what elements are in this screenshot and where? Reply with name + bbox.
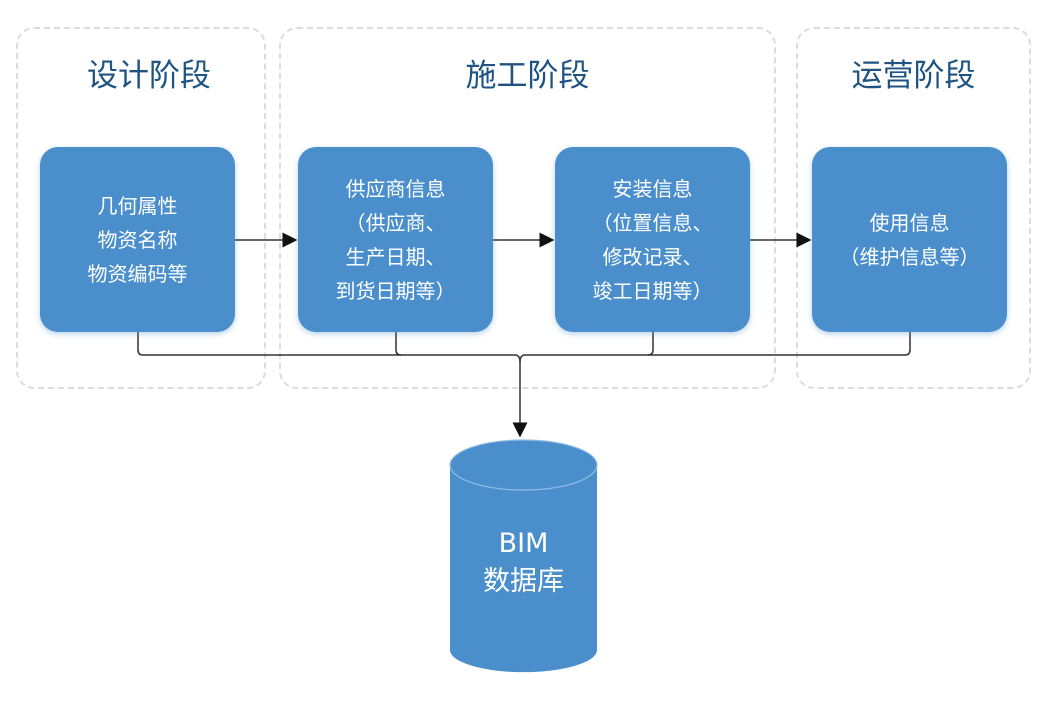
box-line: 到货日期等） bbox=[335, 278, 456, 303]
box-line: 修改记录、 bbox=[602, 244, 703, 269]
box-line: 竣工日期等） bbox=[592, 278, 713, 303]
box-line: 安装信息 bbox=[612, 176, 693, 201]
usage-info-box: 使用信息 （维护信息等） bbox=[812, 147, 1007, 332]
merge-line bbox=[137, 332, 911, 363]
construction-stage-group bbox=[279, 27, 776, 389]
database-cylinder bbox=[449, 439, 598, 673]
database-label-line2: 数据库 bbox=[483, 566, 564, 597]
operation-stage-title: 运营阶段 bbox=[851, 58, 976, 94]
construction-stage-title: 施工阶段 bbox=[465, 58, 590, 94]
install-info-box: 安装信息 （位置信息、 修改记录、 竣工日期等） bbox=[555, 147, 750, 332]
database-label: BIM 数据库 bbox=[450, 525, 597, 601]
design-stage-group bbox=[16, 27, 266, 389]
box-line: 物资名称 bbox=[97, 227, 178, 252]
design-stage-title: 设计阶段 bbox=[87, 58, 211, 94]
database-label-line1: BIM bbox=[498, 528, 549, 559]
box-line: （维护信息等） bbox=[839, 244, 980, 269]
box-line: 使用信息 bbox=[869, 210, 950, 235]
box-line: （供应商、 bbox=[345, 210, 446, 235]
box-line: （位置信息、 bbox=[592, 210, 713, 235]
design-info-box: 几何属性 物资名称 物资编码等 bbox=[40, 147, 235, 332]
box-line: 供应商信息 bbox=[345, 176, 446, 201]
box-line: 生产日期、 bbox=[345, 244, 446, 269]
box-line: 几何属性 bbox=[97, 193, 178, 218]
box-line: 物资编码等 bbox=[87, 261, 188, 286]
operation-stage-group bbox=[796, 27, 1031, 389]
supplier-info-box: 供应商信息 （供应商、 生产日期、 到货日期等） bbox=[298, 147, 493, 332]
